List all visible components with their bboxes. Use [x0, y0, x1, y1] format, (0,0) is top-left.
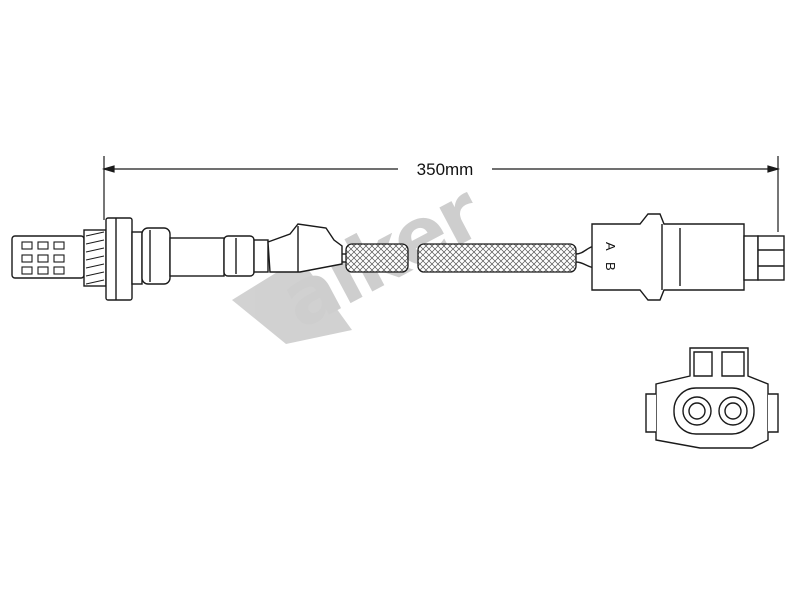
dimension-line — [101, 156, 781, 232]
sensor-probe — [11, 217, 343, 301]
pin-b-label: B — [603, 262, 618, 271]
pin-a-label: A — [603, 242, 618, 251]
dimension-label: 350mm — [417, 160, 474, 179]
probe-slots — [21, 241, 65, 275]
connector-end-view — [645, 347, 779, 449]
braided-harness — [345, 243, 577, 273]
lead-wires — [342, 253, 346, 263]
connector-side-view — [591, 213, 785, 301]
thread-lines — [85, 231, 105, 285]
